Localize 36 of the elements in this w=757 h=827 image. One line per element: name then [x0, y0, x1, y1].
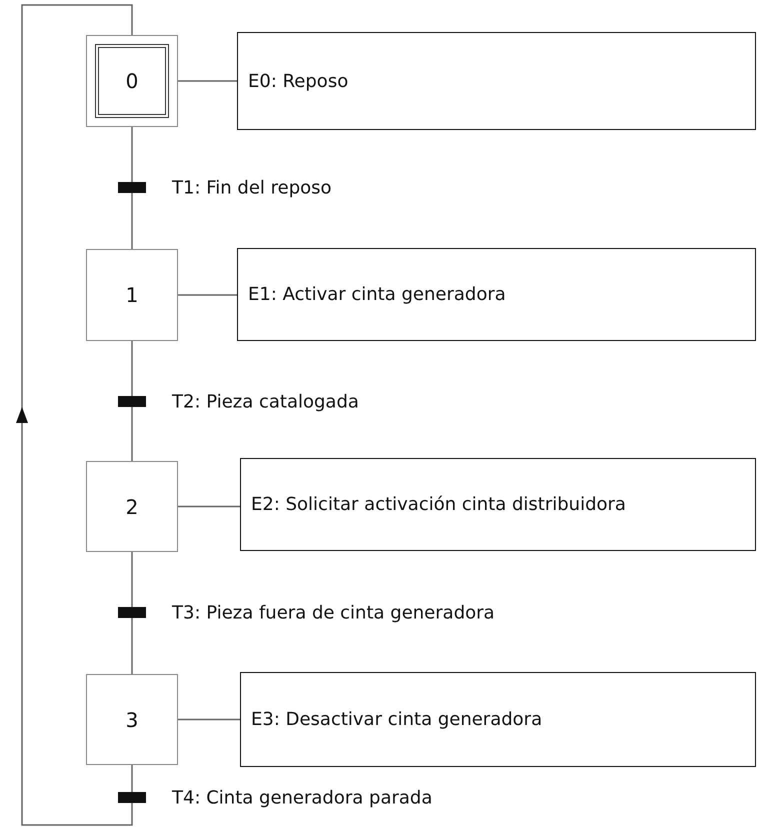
transition-label: T1: Fin del reposo [172, 177, 332, 198]
connector-line [131, 407, 133, 461]
connector-line [131, 552, 133, 607]
transition-bar [118, 792, 146, 803]
connector-line [131, 618, 133, 674]
connector-line [178, 718, 240, 720]
action-box [240, 672, 756, 767]
connector-line [178, 80, 237, 82]
initial-step-box [86, 35, 178, 127]
step-number: 0 [126, 69, 138, 93]
step-number: 2 [126, 494, 138, 518]
action-text: E0: Reposo [248, 70, 348, 92]
connector-line [131, 765, 133, 792]
connector-line [131, 127, 133, 182]
step-number: 3 [126, 708, 138, 732]
action-box [237, 248, 756, 341]
transition-bar [118, 182, 146, 193]
step-number: 1 [126, 283, 138, 307]
transition-label: T3: Pieza fuera de cinta generadora [172, 602, 495, 623]
transition-bar [118, 396, 146, 407]
action-text: E3: Desactivar cinta generadora [251, 709, 542, 730]
transition-label: T2: Pieza catalogada [172, 391, 359, 412]
action-box [240, 458, 756, 551]
step-box [86, 674, 178, 765]
action-box [237, 32, 756, 130]
connector-line [178, 506, 240, 508]
step-box [86, 249, 178, 341]
transition-bar [118, 607, 146, 618]
connector-line [131, 193, 133, 249]
action-text: E2: Solicitar activación cinta distribuidora [251, 494, 626, 515]
transition-label: T4: Cinta generadora parada [172, 787, 432, 808]
loop-arrow [16, 4, 133, 826]
step-box [86, 461, 178, 552]
connector-line [178, 294, 237, 296]
connector-line [131, 341, 133, 396]
action-text: E1: Activar cinta generadora [248, 284, 506, 305]
